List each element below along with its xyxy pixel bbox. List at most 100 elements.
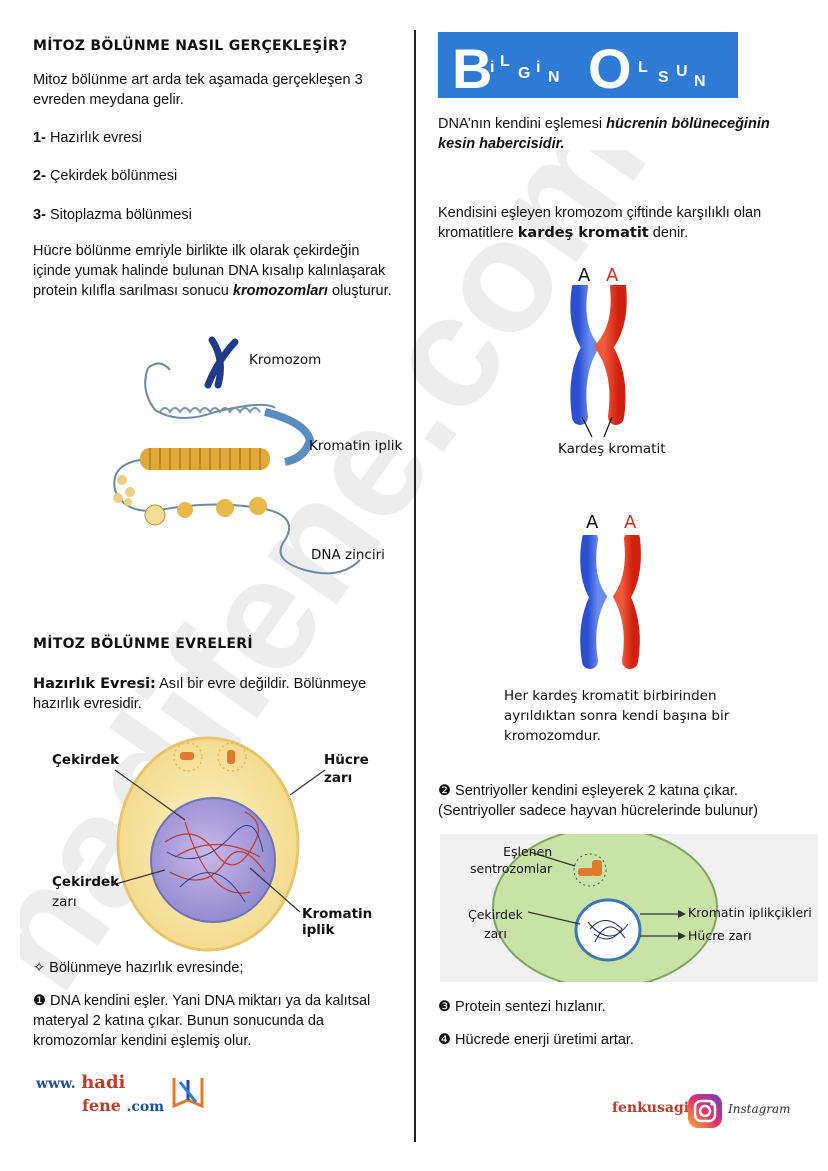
label-hucre-zari-2: Hücre zarı: [688, 928, 752, 943]
dna-note-text: DNA’nın kendini eşlemesi: [438, 116, 603, 132]
label-cekirdek: Çekirdek: [52, 752, 120, 768]
item-number: ❸: [438, 999, 451, 1015]
separated-chromatids-figure: [580, 535, 641, 669]
chromatin-threads: [164, 811, 266, 894]
step-text: Çekirdek bölünmesi: [49, 168, 178, 184]
kardes-end: denir.: [652, 225, 689, 241]
label-dna-zinciri: DNA zinciri: [311, 547, 385, 563]
step-number: 1-: [33, 130, 46, 146]
chromatid-label-a-4: A: [624, 512, 637, 533]
label-hucre-zari: Hücre zarı: [324, 751, 369, 787]
chromatid-label-a-2: A: [606, 265, 619, 286]
banner-letter: S: [658, 69, 669, 86]
label-eslenen-sentrozomlar: Eşlenen sentrozomlar: [470, 843, 552, 877]
hadifene-logo-line2: fene .com: [82, 1096, 164, 1115]
fenkusagi-brand: fenkusagi: [612, 1100, 690, 1116]
step-number: 3-: [33, 207, 46, 223]
banner-letter-b: B: [452, 37, 492, 98]
banner-letter: U: [676, 63, 688, 80]
label-line: Çekirdek: [52, 874, 120, 890]
hadifene-book-icon: [172, 1078, 204, 1109]
instagram-label: Instagram: [728, 1102, 791, 1116]
centrosome-icon: [573, 853, 607, 887]
item-text: DNA kendini eşler. Yani DNA miktarı ya d…: [33, 993, 371, 1049]
chromosome-icon: [204, 336, 239, 389]
banner-letter-o: O: [588, 37, 632, 98]
item-text: Sentriyoller kendini eşleyerek 2 katına …: [438, 783, 758, 819]
item-text: Hücrede enerji üretimi artar.: [455, 1032, 634, 1048]
chromosome-paragraph: Hücre bölünme emriyle birlikte ilk olara…: [33, 241, 395, 301]
item-2: ❷ Sentriyoller kendini eşleyerek 2 katın…: [438, 781, 818, 821]
section-title-mitoz-nasil: MİTOZ BÖLÜNME NASIL GERÇEKLEŞİR?: [33, 38, 348, 54]
label-kromatin-iplik-2: Kromatin iplik: [302, 906, 372, 938]
banner-letter: G: [518, 65, 530, 82]
step-3: 3- Sitoplazma bölünmesi: [33, 205, 192, 225]
paragraph-end: oluşturur.: [332, 283, 392, 299]
item-text: Protein sentezi hızlanır.: [455, 999, 606, 1015]
label-kromozom: Kromozom: [249, 352, 322, 368]
label-line: Çekirdek: [468, 907, 523, 922]
column-divider: [414, 30, 416, 1142]
cell-figure: [116, 736, 300, 952]
prep-heading: ✧ Bölünmeye hazırlık evresinde;: [33, 960, 244, 976]
label-line: Hücre: [324, 752, 369, 768]
logo-com: .com: [126, 1099, 165, 1115]
step-2: 2- Çekirdek bölünmesi: [33, 166, 177, 186]
label-kromatin-iplik: Kromatin iplik: [309, 438, 403, 454]
hazirlik-paragraph: Hazırlık Evresi: Asıl bir evre değildir.…: [33, 674, 393, 714]
dna-note: DNA’nın kendini eşlemesi hücrenin bölüne…: [438, 114, 808, 154]
sister-chromatids-figure: [570, 285, 627, 438]
item-4: ❹ Hücrede enerji üretimi artar.: [438, 1030, 634, 1050]
banner-letter: N: [694, 73, 706, 90]
intro-paragraph: Mitoz bölünme art arda tek aşamada gerçe…: [33, 72, 363, 108]
section-title-mitoz-evreleri: MİTOZ BÖLÜNME EVRELERİ: [33, 636, 253, 652]
step-text: Sitoplazma bölünmesi: [49, 207, 192, 223]
logo-hadi: hadi: [81, 1072, 126, 1093]
banner-letter: L: [500, 53, 510, 70]
cell-label-pointers: [111, 769, 326, 913]
centriole-icon: [173, 742, 247, 772]
chromosome-structure-figure: [113, 336, 361, 575]
hazirlik-text: Asıl bir evre değildir. Bölünmeye hazırl…: [33, 676, 367, 712]
label-line: Eşlenen: [503, 844, 553, 859]
label-cekirdek-zari: Çekirdek zarı: [52, 872, 119, 912]
label-line: sentrozomlar: [470, 861, 553, 876]
instagram-icon: [688, 1094, 722, 1128]
label-line: zarı: [484, 926, 507, 941]
kardes-text: Kendisini eşleyen kromozom çiftinde karş…: [438, 205, 762, 241]
label-kardes-kromatit: Kardeş kromatit: [558, 441, 666, 457]
chromatid-label-a-1: A: [578, 265, 591, 286]
step-number: 2-: [33, 168, 46, 184]
kardes-paragraph: Kendisini eşleyen kromozom çiftinde karş…: [438, 203, 808, 243]
logo-www: www.: [36, 1076, 76, 1092]
label-line: iplik: [302, 922, 335, 938]
dna-note-bold: hücrenin bölüneceğinin kesin habercisidi…: [438, 116, 770, 152]
label-line: zarı: [52, 894, 77, 910]
item-number: ❶: [33, 993, 46, 1009]
item-3: ❸ Protein sentezi hızlanır.: [438, 997, 606, 1017]
paragraph-bold: kromozomları: [232, 283, 328, 299]
label-kromatin-iplikcikleri: Kromatin iplikçikleri: [688, 905, 812, 920]
separation-note: Her kardeş kromatit birbirinden ayrıldık…: [504, 688, 730, 744]
paragraph-text: Hücre bölünme emriyle birlikte ilk olara…: [33, 243, 386, 299]
banner-lettering: B i L G i N O L S U N: [452, 37, 706, 98]
item-1: ❶ DNA kendini eşler. Yani DNA miktarı ya…: [33, 991, 378, 1051]
banner-letter: L: [638, 59, 648, 76]
item-number: ❹: [438, 1032, 451, 1048]
hadifene-logo: www. hadi: [36, 1072, 125, 1093]
banner-letter: N: [548, 69, 560, 86]
kardes-bold: kardeş kromatit: [517, 225, 649, 241]
bilgin-olsun-banner: B i L G i N O L S U N: [438, 32, 738, 98]
step-1: 1- Hazırlık evresi: [33, 128, 142, 148]
label-line: Kromatin: [302, 906, 373, 922]
step-text: Hazırlık evresi: [49, 130, 142, 146]
label-cekirdek-zari-2: Çekirdek zarı: [468, 905, 523, 943]
centrosome-figure: [492, 834, 718, 982]
hazirlik-bold: Hazırlık Evresi:: [33, 676, 156, 692]
banner-letter: i: [536, 59, 540, 76]
logo-fene: fene: [82, 1096, 121, 1115]
item-number: ❷: [438, 783, 451, 799]
label-line: zarı: [324, 770, 353, 786]
banner-letter: i: [490, 59, 494, 76]
chromatid-label-a-3: A: [586, 512, 599, 533]
